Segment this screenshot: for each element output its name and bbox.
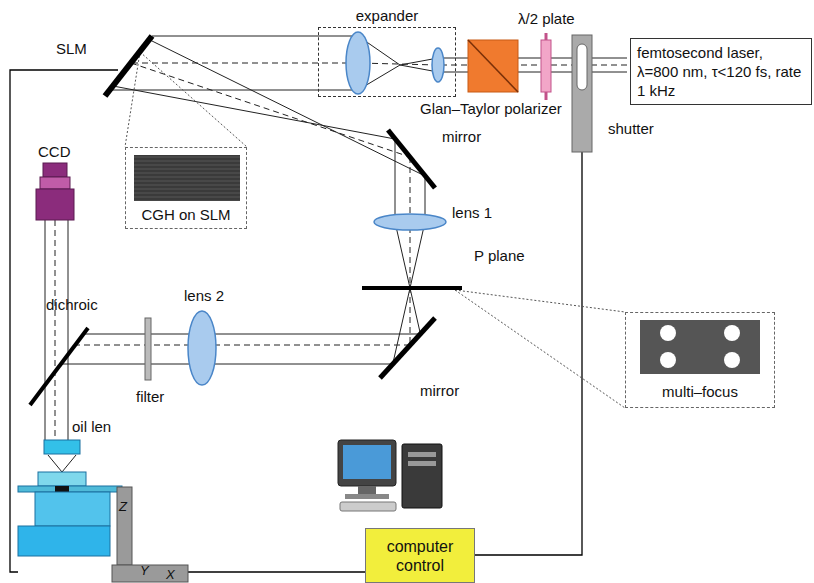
ccd-camera <box>40 177 70 189</box>
part-label: dichroic <box>46 296 98 314</box>
control-box: computer control <box>365 528 475 583</box>
shutter-symbol <box>572 35 592 152</box>
node-text: multi–focus <box>662 382 738 401</box>
polarizer-cube <box>468 40 518 92</box>
node-text: femtosecond laser, λ=800 nm, τ<120 fs, r… <box>637 43 805 100</box>
filter-symbol <box>145 318 151 380</box>
part-label: λ/2 plate <box>518 10 575 28</box>
expander-group: expander <box>318 27 456 97</box>
waveplate-symbol <box>541 40 551 92</box>
part-label: Glan–Taylor polarizer <box>420 100 562 118</box>
dichroic-mirror <box>30 328 88 405</box>
part-label: mirror <box>442 128 481 146</box>
control-wire <box>10 70 118 572</box>
ccd-camera <box>43 163 67 177</box>
waveplate-symbol <box>545 92 548 100</box>
laser-box: femtosecond laser, λ=800 nm, τ<120 fs, r… <box>630 38 812 105</box>
focus-pattern <box>640 320 760 374</box>
group-heading: expander <box>319 6 455 25</box>
focus-spot <box>660 325 740 368</box>
cgh-pattern <box>134 155 240 201</box>
part-label: lens 1 <box>452 204 492 222</box>
objective-cone <box>48 455 76 472</box>
part-label: filter <box>136 388 164 406</box>
computer-icon <box>338 440 442 511</box>
mirror-symbol <box>388 130 435 188</box>
part-label: mirror <box>420 382 459 400</box>
callout-box: CGH on SLM <box>125 147 247 229</box>
part-label: lens 2 <box>184 287 224 305</box>
waveplate-symbol <box>545 33 548 40</box>
sample-stage <box>38 472 86 486</box>
part-label: X <box>166 568 175 582</box>
node-text: computer control <box>372 537 468 575</box>
callout-box: multi–focus <box>625 312 775 408</box>
lens-symbol <box>432 48 444 82</box>
callout-leader <box>125 52 625 408</box>
lens-symbol <box>346 32 370 94</box>
sample-stage <box>18 526 110 556</box>
objective-lens <box>44 440 80 454</box>
shutter-symbol <box>577 44 587 90</box>
part-label: shutter <box>608 120 654 138</box>
xyz-stage <box>117 487 132 565</box>
slm-mirror <box>105 36 152 96</box>
xyz-stage <box>112 565 188 582</box>
part-label: Z <box>119 500 127 514</box>
node-text: CGH on SLM <box>141 205 230 224</box>
polarizer-cube <box>468 40 518 92</box>
lens-symbol <box>188 311 216 385</box>
lens-symbol <box>374 214 446 230</box>
part-label: Y <box>140 564 149 578</box>
sample <box>55 486 69 492</box>
ccd-camera <box>36 189 74 220</box>
sample-stage <box>35 492 110 526</box>
part-label: SLM <box>56 40 87 58</box>
part-label: oil len <box>72 418 111 436</box>
mirror-symbol <box>380 318 435 378</box>
sample-stage <box>18 486 122 492</box>
part-label: P plane <box>474 247 525 265</box>
p-plane <box>362 286 462 290</box>
part-label: CCD <box>38 143 71 161</box>
control-wire <box>188 571 365 572</box>
